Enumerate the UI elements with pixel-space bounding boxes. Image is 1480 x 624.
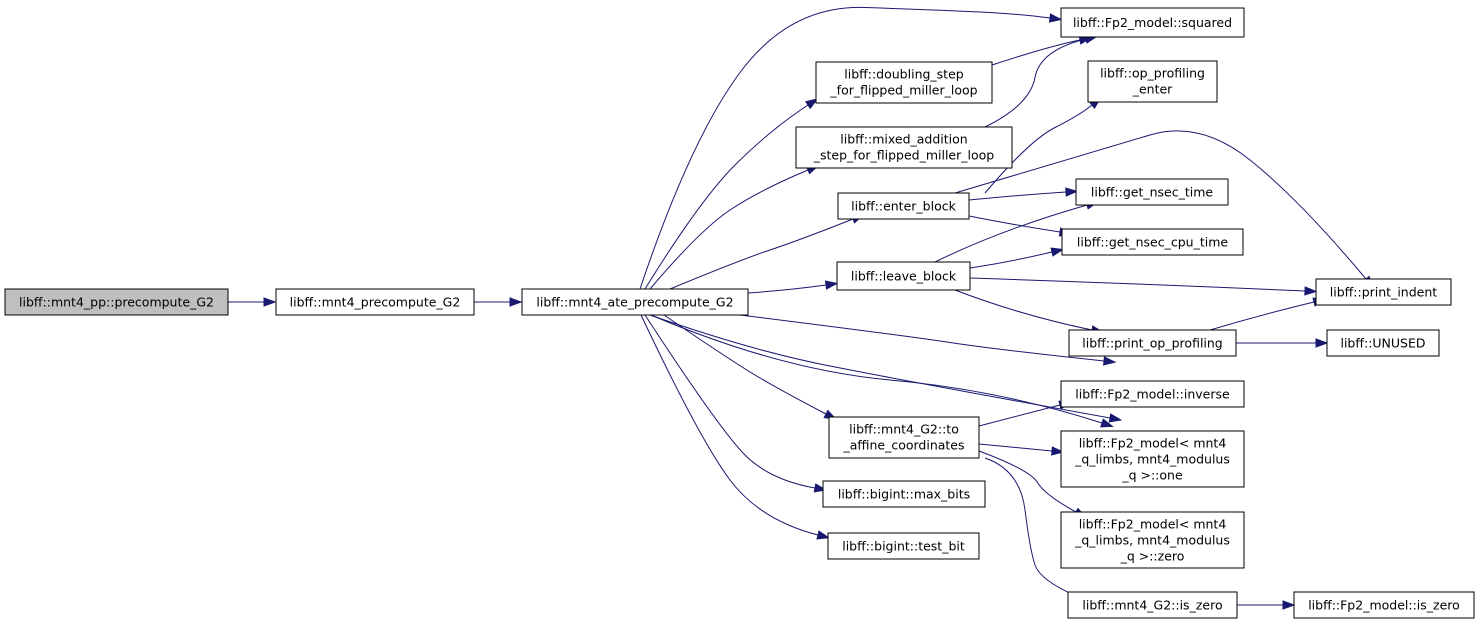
edge-ate-to-lb: [747, 280, 839, 294]
node-doubling-step[interactable]: libff::doubling_step _for_flipped_miller…: [815, 61, 993, 104]
node-label: libff::op_profiling: [1100, 66, 1205, 81]
node-label: libff::mixed_addition: [840, 132, 967, 147]
node-to-affine-coordinates[interactable]: libff::mnt4_G2::to _affine_coordinates: [828, 416, 980, 459]
node-print-op-profiling[interactable]: libff::print_op_profiling: [1068, 329, 1237, 357]
node-fp2-model-one[interactable]: libff::Fp2_model< mnt4 _q_limbs, mnt4_mo…: [1060, 430, 1245, 488]
node-label: libff::leave_block: [851, 269, 957, 284]
nodes-layer: libff::mnt4_pp::precompute_G2 libff::mnt…: [4, 7, 1475, 619]
node-label: libff::bigint::max_bits: [838, 487, 970, 502]
edge-pop-to-pi: [1209, 297, 1327, 331]
node-mnt4-ate-precompute-g2[interactable]: libff::mnt4_ate_precompute_G2: [521, 288, 749, 316]
node-get-nsec-cpu-time[interactable]: libff::get_nsec_cpu_time: [1061, 228, 1244, 256]
node-label: libff::bigint::test_bit: [842, 539, 965, 554]
node-fp2-model-zero[interactable]: libff::Fp2_model< mnt4 _q_limbs, mnt4_mo…: [1060, 511, 1245, 569]
node-label: _affine_coordinates: [842, 438, 964, 453]
node-mnt4-pp-precompute-g2[interactable]: libff::mnt4_pp::precompute_G2: [4, 288, 229, 316]
node-label: libff::get_nsec_time: [1091, 185, 1213, 200]
node-label: _for_flipped_miller_loop: [829, 83, 977, 98]
edge-aff-to-inv: [978, 400, 1073, 427]
edge-ate-to-dbl: [644, 98, 819, 290]
node-label: libff::print_indent: [1330, 285, 1437, 300]
node-label: libff::Fp2_model< mnt4: [1079, 436, 1227, 451]
edge-dbl-to-sq: [991, 35, 1093, 66]
edge-ate-to-eb: [669, 214, 865, 290]
node-label: _step_for_flipped_miller_loop: [813, 148, 995, 163]
node-label: libff::doubling_step: [844, 67, 964, 82]
node-label: libff::enter_block: [851, 199, 956, 214]
edge-ate-to-mix: [649, 165, 820, 290]
edge-aff-to-one: [978, 443, 1065, 456]
node-label: libff::Fp2_model::is_zero: [1308, 598, 1460, 613]
node-fp2-model-is-zero[interactable]: libff::Fp2_model::is_zero: [1293, 591, 1475, 619]
node-fp2-model-squared[interactable]: libff::Fp2_model::squared: [1060, 7, 1245, 38]
node-get-nsec-time[interactable]: libff::get_nsec_time: [1075, 178, 1229, 206]
edge-ate-to-tb: [640, 314, 831, 540]
node-op-profiling-enter[interactable]: libff::op_profiling _enter: [1087, 60, 1218, 103]
edge-eb-to-nsec: [968, 187, 1079, 201]
edge-lb-to-cpu: [969, 247, 1065, 269]
edge-root-to-pre: [228, 297, 277, 307]
node-label: _enter: [1132, 82, 1173, 97]
node-mnt4-precompute-g2[interactable]: libff::mnt4_precompute_G2: [275, 288, 475, 316]
node-label: _q >::one: [1121, 468, 1183, 483]
node-leave-block[interactable]: libff::leave_block: [836, 261, 971, 291]
edge-ate-to-inv: [649, 314, 1123, 423]
edge-pop-to-un: [1236, 338, 1329, 348]
node-mnt4-g2-is-zero[interactable]: libff::mnt4_G2::is_zero: [1067, 591, 1238, 619]
node-label: libff::Fp2_model::squared: [1073, 15, 1232, 30]
node-enter-block[interactable]: libff::enter_block: [837, 192, 970, 220]
node-fp2-model-inverse[interactable]: libff::Fp2_model::inverse: [1060, 380, 1245, 408]
edge-isz-to-fisz: [1237, 600, 1296, 610]
edge-ate-to-mb: [644, 314, 828, 493]
node-label: libff::UNUSED: [1340, 336, 1425, 351]
edge-ate-to-sq: [639, 6, 1063, 290]
node-label: libff::print_op_profiling: [1082, 336, 1223, 351]
node-label: libff::mnt4_G2::is_zero: [1082, 598, 1222, 613]
node-label: libff::get_nsec_cpu_time: [1077, 235, 1228, 250]
node-label: libff::mnt4_G2::to: [849, 422, 959, 437]
node-label: libff::Fp2_model::inverse: [1075, 387, 1230, 402]
node-label: libff::Fp2_model< mnt4: [1079, 517, 1227, 532]
node-print-indent[interactable]: libff::print_indent: [1315, 278, 1452, 306]
node-label: _q >::zero: [1120, 549, 1185, 564]
node-label: _q_limbs, mnt4_modulus: [1074, 452, 1230, 467]
edge-pre-to-ate: [474, 297, 523, 307]
node-bigint-test-bit[interactable]: libff::bigint::test_bit: [827, 532, 980, 560]
node-label: libff::mnt4_pp::precompute_G2: [19, 295, 214, 310]
node-label: libff::mnt4_ate_precompute_G2: [536, 295, 733, 310]
edge-lb-to-pi: [969, 277, 1318, 296]
node-label: _q_limbs, mnt4_modulus: [1074, 533, 1230, 548]
edge-eb-to-pi: [954, 130, 1374, 289]
edge-ate-to-pop: [739, 314, 1117, 366]
node-bigint-max-bits[interactable]: libff::bigint::max_bits: [822, 480, 986, 508]
edge-lb-to-pop: [954, 289, 1105, 335]
node-unused[interactable]: libff::UNUSED: [1326, 329, 1440, 357]
edge-ate-to-one: [650, 314, 1114, 428]
node-label: libff::mnt4_precompute_G2: [290, 295, 461, 310]
node-mixed-addition-step[interactable]: libff::mixed_addition _step_for_flipped_…: [795, 126, 1013, 169]
